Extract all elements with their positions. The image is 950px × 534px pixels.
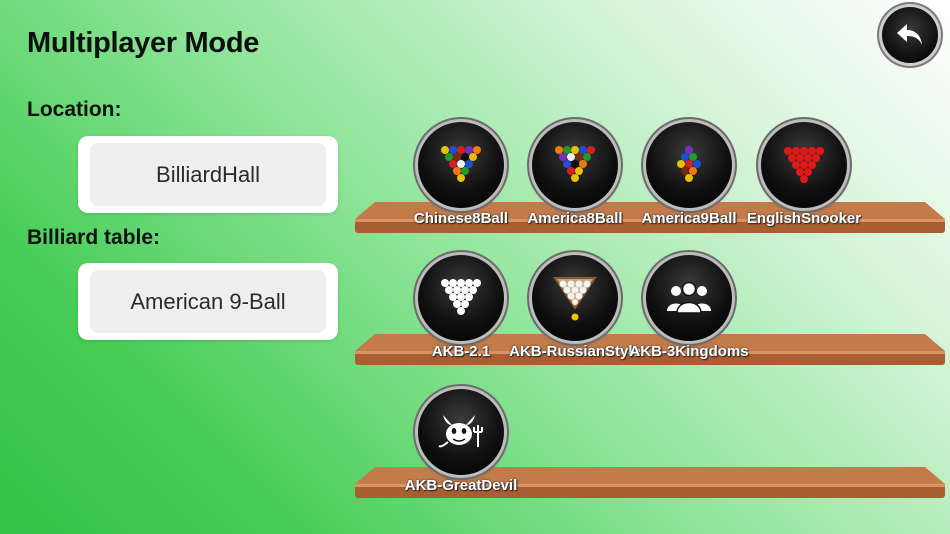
table-selector[interactable]: American 9-Ball <box>78 263 338 340</box>
game-label: America8Ball <box>527 210 623 227</box>
back-button[interactable] <box>882 7 938 63</box>
akb-2-1-button[interactable] <box>418 255 504 341</box>
game-chinese8ball[interactable]: Chinese8Ball <box>406 122 516 232</box>
america9ball-button[interactable] <box>646 122 732 208</box>
game-akb-3kingdoms[interactable]: AKB-3Kingdoms <box>629 255 749 365</box>
game-label: AKB-RussianStyle <box>509 343 641 360</box>
game-label: EnglishSnooker <box>746 210 862 227</box>
back-arrow-icon <box>897 24 922 45</box>
game-label: America9Ball <box>641 210 737 227</box>
table-label: Billiard table: <box>27 226 161 249</box>
russian-rack-icon <box>553 277 597 321</box>
game-label: Chinese8Ball <box>413 210 509 227</box>
devil-icon <box>438 415 483 448</box>
page-title: Multiplayer Mode <box>27 27 260 59</box>
game-label: AKB-2.1 <box>431 343 491 360</box>
table-value[interactable]: American 9-Ball <box>90 270 326 333</box>
white-rack-icon <box>441 279 481 315</box>
shelf-2 <box>355 334 945 366</box>
game-america8ball[interactable]: America8Ball <box>520 122 630 232</box>
akb-greatdevil-button[interactable] <box>418 389 504 475</box>
game-akb-2-1[interactable]: AKB-2.1 <box>406 255 516 365</box>
diamond-9ball-rack-icon <box>677 146 701 182</box>
triangle-8ball-rack-icon <box>441 146 481 182</box>
three-people-icon <box>667 281 711 314</box>
game-america9ball[interactable]: America9Ball <box>634 122 744 232</box>
shelf-3 <box>355 467 945 499</box>
america8ball-button[interactable] <box>532 122 618 208</box>
game-akb-greatdevil[interactable]: AKB-GreatDevil <box>405 389 517 499</box>
chinese8ball-button[interactable] <box>418 122 504 208</box>
game-englishsnooker[interactable]: EnglishSnooker <box>747 122 861 232</box>
red-snooker-rack-icon <box>784 147 824 183</box>
akb-3kingdoms-button[interactable] <box>646 255 732 341</box>
game-label: AKB-GreatDevil <box>404 477 518 494</box>
game-label: AKB-3Kingdoms <box>629 343 749 360</box>
location-label: Location: <box>27 98 122 121</box>
game-akb-russianstyle[interactable]: AKB-RussianStyle <box>509 255 641 365</box>
triangle-8ball-rack-icon <box>555 146 595 182</box>
akb-russianstyle-button[interactable] <box>532 255 618 341</box>
location-selector[interactable]: BilliardHall <box>78 136 338 213</box>
location-value[interactable]: BilliardHall <box>90 143 326 206</box>
englishsnooker-button[interactable] <box>761 122 847 208</box>
